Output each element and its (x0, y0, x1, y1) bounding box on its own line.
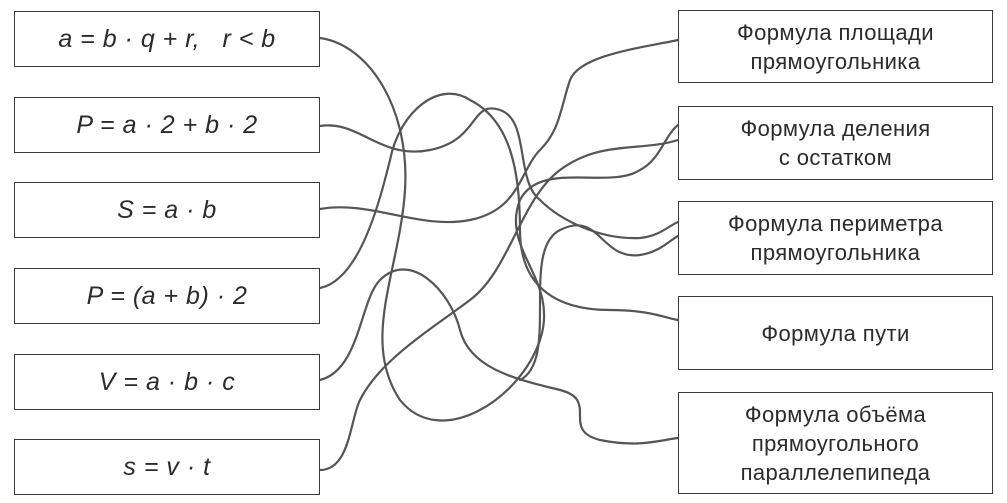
formula-box-distance[interactable]: s = v · t (14, 439, 320, 495)
label-box-area-formula[interactable]: Формула площади прямоугольника (678, 10, 993, 83)
formula-text: s = v · t (123, 452, 211, 481)
label-line: Формула периметра (728, 211, 943, 236)
wire-1 (318, 36, 680, 422)
label-line: Формула деления (740, 116, 931, 141)
wire-3 (318, 38, 680, 224)
label-box-division-formula[interactable]: Формула деления с остатком (678, 106, 993, 180)
label-box-volume-formula[interactable]: Формула объёма прямоугольного параллелеп… (678, 392, 993, 494)
formula-box-perimeter-bracket[interactable]: P = (a + b) · 2 (14, 268, 320, 324)
formula-box-division-remainder[interactable]: a = b · q + r, r < b (14, 11, 320, 67)
formula-box-volume[interactable]: V = a · b · c (14, 354, 320, 410)
label-box-perimeter-formula[interactable]: Формула периметра прямоугольника (678, 201, 993, 275)
wire-5 (318, 268, 680, 445)
formula-text: a = b · q + r, r < b (58, 24, 276, 53)
wire-7 (518, 224, 680, 382)
label-box-distance-formula[interactable]: Формула пути (678, 296, 993, 370)
label-line: параллелепипеда (740, 459, 931, 485)
label-line: прямоугольного (751, 430, 920, 456)
label-line: с остатком (778, 145, 893, 170)
wire-6 (318, 138, 680, 472)
label-line: Формула площади (737, 19, 934, 45)
formula-box-area[interactable]: S = a · b (14, 182, 320, 238)
formula-text: V = a · b · c (98, 367, 236, 396)
label-line: прямоугольника (750, 240, 921, 265)
wire-2 (318, 107, 680, 240)
label-line: Формула пути (761, 320, 910, 346)
formula-text: S = a · b (117, 195, 217, 224)
formula-text: P = a · 2 + b · 2 (76, 110, 258, 139)
label-line: Формула объёма (744, 401, 927, 427)
formula-box-perimeter-sum[interactable]: P = a · 2 + b · 2 (14, 97, 320, 153)
wire-4 (318, 92, 680, 322)
label-line: прямоугольника (750, 48, 921, 74)
formula-text: P = (a + b) · 2 (86, 281, 248, 310)
